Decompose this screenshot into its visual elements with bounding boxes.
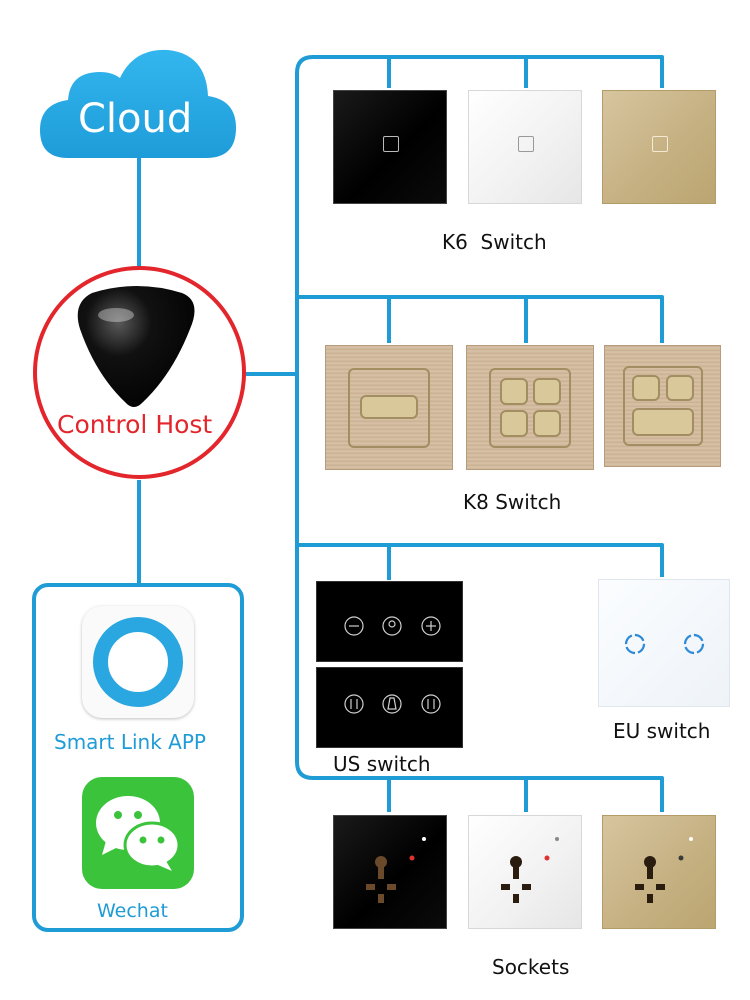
bulb-icon — [383, 136, 399, 152]
us-switch-dimmer — [316, 581, 463, 662]
eu-switch — [598, 579, 730, 707]
us-switch-label: US switch — [333, 752, 431, 776]
wechat-icon[interactable] — [82, 777, 194, 889]
socket-white — [468, 815, 582, 929]
cloud-label: Cloud — [78, 96, 193, 142]
control-host-device-icon — [77, 286, 195, 407]
k8-switch-4gang — [466, 345, 594, 470]
k6-switch-white — [468, 90, 582, 204]
curtain-open-icon — [632, 375, 660, 401]
cloud-icon — [40, 49, 236, 158]
smart-link-app-icon[interactable] — [82, 606, 194, 718]
us-switch-curtain — [316, 667, 463, 748]
curtain-close-icon — [666, 375, 694, 401]
sockets-label: Sockets — [492, 955, 570, 979]
eu-switch-label: EU switch — [613, 719, 711, 743]
smart-link-app-label: Smart Link APP — [54, 730, 206, 754]
app-box — [32, 583, 244, 932]
curtain-stop-icon — [632, 408, 694, 436]
k6-switch-black — [333, 90, 447, 204]
socket-gold — [602, 815, 716, 929]
control-host-label: Control Host — [57, 410, 213, 439]
k6-switch-label: K6 Switch — [442, 230, 547, 254]
k6-switch-gold — [602, 90, 716, 204]
wechat-label: Wechat — [97, 900, 168, 922]
k8-switch-1gang — [325, 345, 453, 470]
bulb-icon — [518, 136, 534, 152]
socket-black — [333, 815, 447, 929]
k8-switch-curtain — [604, 345, 721, 467]
k8-switch-label: K8 Switch — [463, 490, 562, 514]
bulb-icon — [652, 136, 668, 152]
